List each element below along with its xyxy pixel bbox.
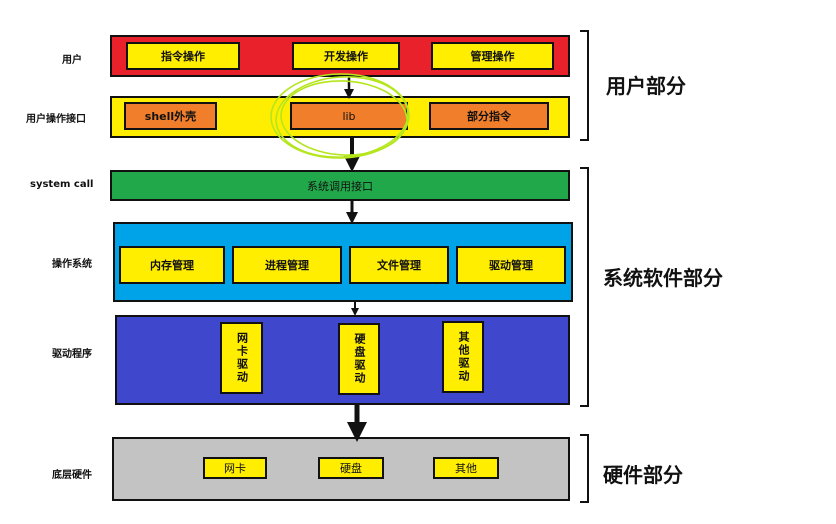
row-label-driver: 驱动程序 (52, 349, 92, 360)
user-item-command: 指令操作 (126, 42, 240, 70)
driver-item-disk: 硬盘驱动 (338, 323, 380, 395)
bracket-user-part (580, 30, 589, 141)
hardware-item-disk: 硬盘 (318, 457, 384, 479)
row-label-os: 操作系统 (52, 259, 92, 270)
syscall-layer: 系统调用接口 (110, 170, 570, 201)
os-item-file: 文件管理 (349, 246, 449, 284)
hardware-item-nic: 网卡 (203, 457, 267, 479)
section-user-part: 用户部分 (606, 74, 686, 98)
row-label-hardware: 底层硬件 (52, 470, 92, 481)
interface-item-lib: lib (290, 102, 408, 130)
os-item-driver-mgmt: 驱动管理 (456, 246, 566, 284)
row-label-user-interface: 用户操作接口 (26, 114, 86, 125)
driver-item-nic: 网卡驱动 (220, 322, 263, 394)
user-item-manage: 管理操作 (431, 42, 554, 70)
os-item-process: 进程管理 (232, 246, 342, 284)
row-label-system-call: system call (30, 179, 94, 190)
interface-item-shell: shell外壳 (124, 102, 217, 130)
row-label-user: 用户 (62, 55, 82, 66)
os-item-memory: 内存管理 (119, 246, 225, 284)
hardware-item-other: 其他 (433, 457, 499, 479)
highlight-scribble (270, 73, 410, 159)
bracket-system-part (580, 167, 589, 407)
interface-item-partial-command: 部分指令 (429, 102, 549, 130)
user-item-develop: 开发操作 (292, 42, 400, 70)
driver-item-other: 其他驱动 (442, 321, 484, 393)
section-hardware-part: 硬件部分 (603, 463, 683, 487)
bracket-hardware-part (580, 434, 589, 503)
section-system-part: 系统软件部分 (603, 266, 723, 290)
